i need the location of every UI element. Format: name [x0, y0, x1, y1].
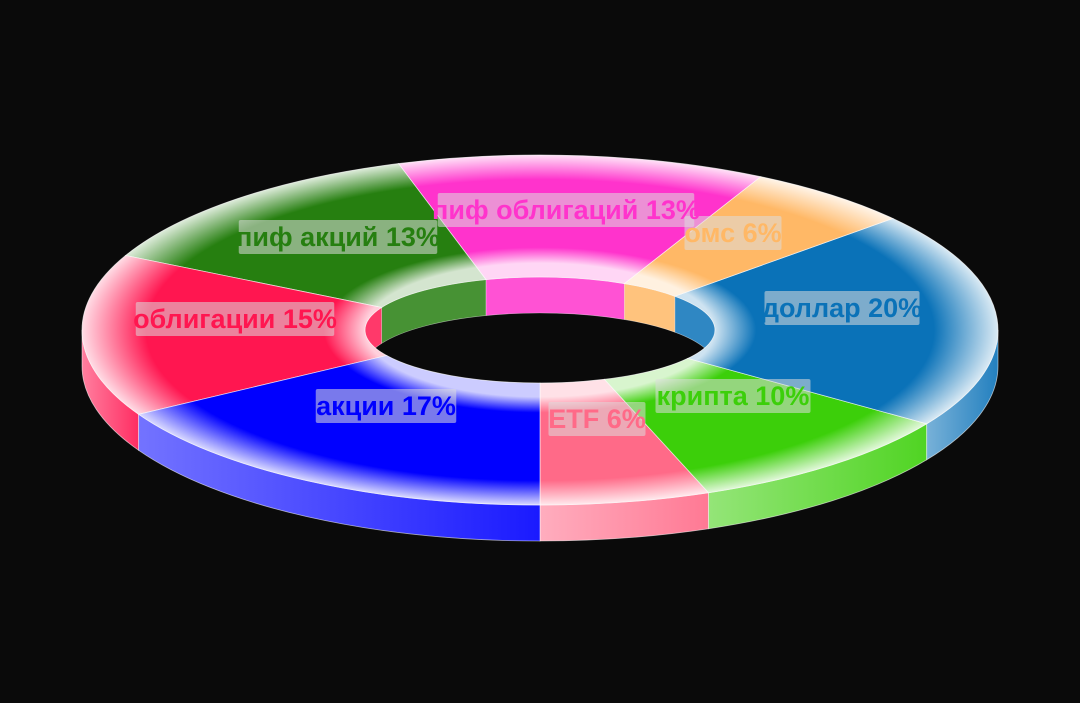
- slice-label-box: [684, 216, 782, 250]
- slice-label: пиф облигаций 13%: [432, 195, 700, 225]
- slice-label-box: [315, 389, 457, 423]
- slice-label: крипта 10%: [657, 381, 810, 411]
- slice-label: пиф акций 13%: [236, 222, 440, 252]
- slice-inner-wall-4: [485, 276, 625, 320]
- slice-label-box: [548, 402, 646, 436]
- slice-label-box: [655, 379, 811, 413]
- slice-label-box: [135, 302, 335, 336]
- slice-label: акции 17%: [316, 391, 456, 421]
- slice-label: облигации 15%: [133, 304, 337, 334]
- slice-label: доллар 20%: [762, 293, 922, 323]
- slice-labels: ETF 6% крипта 10% доллар 20% омс 6%пиф обли…: [133, 193, 922, 436]
- slice-label: ETF 6%: [548, 404, 646, 434]
- slice-label: омс 6%: [684, 218, 781, 248]
- slice-label-box: [764, 291, 920, 325]
- slice-label-box: [238, 220, 438, 254]
- slice-label-box: [437, 193, 695, 227]
